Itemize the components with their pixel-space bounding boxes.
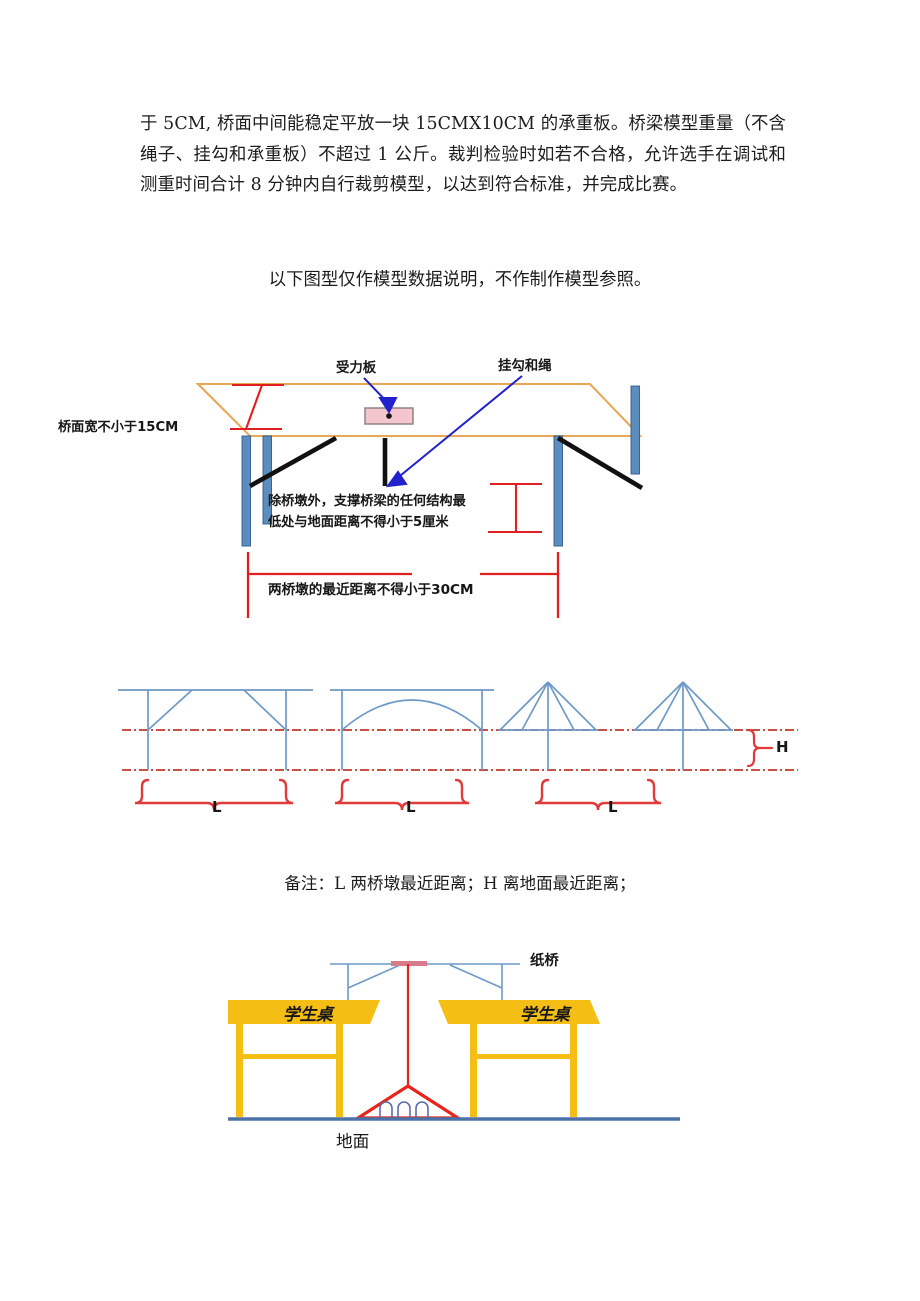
body-paragraph: 于 5CM, 桥面中间能稳定平放一块 15CMX10CM 的承重板。桥梁模型重量… [140,114,786,196]
bridge-type-cable-stayed-b-icon [633,681,733,770]
label-hook-rope: 挂勾和绳 [498,359,552,374]
legend-note: 备注：L 两桥墩最近距离；H 离地面最近距离； [284,874,636,893]
bridge-type-arch-icon [330,689,494,770]
figure-bridge-types: L L L H [108,648,812,820]
student-desk-right-icon [438,1000,600,1117]
label-clearance-line2: 低处与地面距离不得小于5厘米 [268,515,449,530]
label-pier-span: 两桥墩的最近距离不得小于30CM [268,582,474,598]
label-paper-bridge: 纸桥 [530,953,559,969]
paper-bridge-plate-icon [391,961,427,966]
bridge-deck-icon [195,382,643,438]
pier-span-dimension-icon [246,552,560,618]
label-load-plate: 受力板 [336,361,377,376]
bridge-braces-icon [248,435,644,490]
span-label-3: L [608,798,618,816]
figure-bridge-model: 桥面宽不小于15CM 受力板 挂勾和绳 除桥墩外，支撑桥梁的任何结构最 低处与地… [58,359,670,618]
label-clearance-line1: 除桥墩外，支撑桥梁的任何结构最 [268,494,466,509]
reference-lines-icon [122,729,798,771]
figures-note: 以下图型仅作模型数据说明，不作制作模型参照。 [268,270,652,290]
label-desk-left: 学生桌 [283,1004,333,1024]
label-deck-width: 桥面宽不小于15CM [58,420,179,435]
figure-desk-setup: 纸桥 学生桌 学生桌 地面 [228,928,680,1160]
bridge-type-truss-icon [118,689,313,770]
span-label-2: L [406,798,416,816]
load-plate-icon [364,407,414,425]
label-ground: 地面 [336,1132,370,1151]
bridge-type-cable-stayed-a-icon [498,681,598,770]
student-desk-left-icon [228,1000,380,1117]
span-braces-icon [134,778,662,811]
height-dimension-icon [746,728,774,768]
height-label: H [776,738,789,756]
deck-width-dimension-icon [230,383,284,431]
label-desk-right: 学生桌 [520,1004,570,1024]
paper-bridge-icon [330,963,520,1006]
callout-arrows-icon [363,375,523,488]
clearance-dimension-icon [488,482,542,534]
hanging-weight-icon [352,1084,464,1120]
span-label-1: L [212,798,222,816]
